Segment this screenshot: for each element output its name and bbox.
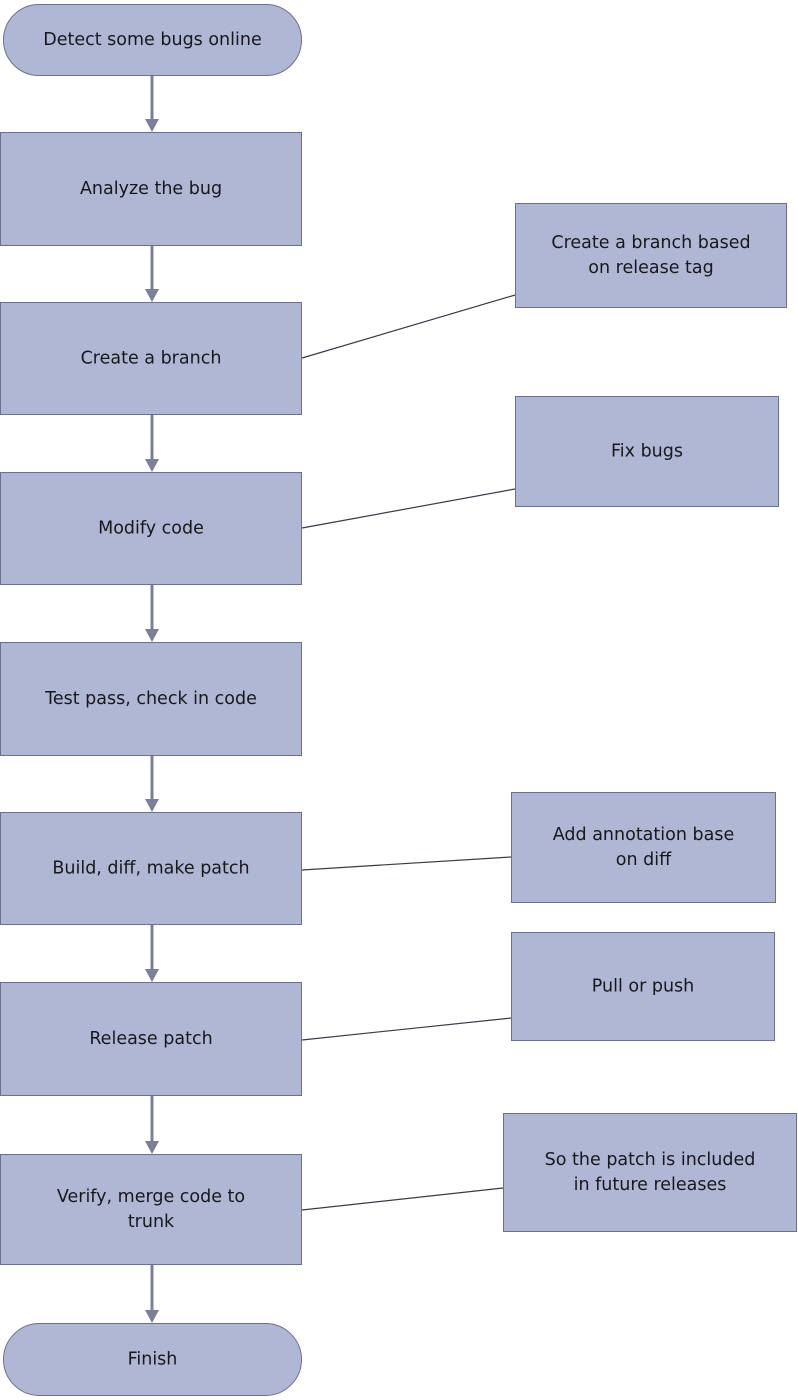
process-node-build: Build, diff, make patch: [0, 812, 302, 925]
arrow-release-verify: [145, 1096, 159, 1154]
process-node-label: Release patch: [89, 1029, 212, 1049]
process-node-label: Analyze the bug: [80, 179, 222, 199]
arrow-head-icon: [145, 1141, 159, 1154]
process-node-label: Modify code: [98, 519, 204, 539]
connector-release-note: [301, 1017, 512, 1041]
arrow-head-icon: [145, 629, 159, 642]
process-node-label: Test pass, check in code: [44, 689, 257, 709]
process-node-label: Build, diff, make patch: [52, 859, 249, 879]
arrow-connectors-layer: [145, 76, 159, 1323]
process-node-modify: Modify code: [0, 472, 302, 585]
annotation-node-shape: [511, 792, 776, 903]
process-node-branch: Create a branch: [0, 302, 302, 415]
arrow-test-build: [145, 756, 159, 812]
arrow-head-icon: [145, 1310, 159, 1323]
annotation-node-label: Create a branch based: [551, 233, 750, 253]
annotation-node-label: Fix bugs: [611, 442, 683, 462]
annotation-node-shape: [515, 203, 787, 308]
process-node-shape: [3, 1323, 302, 1396]
arrow-branch-modify: [145, 415, 159, 472]
annotation-node-label: in future releases: [574, 1175, 727, 1195]
arrow-head-icon: [145, 119, 159, 132]
process-node-label: trunk: [128, 1212, 175, 1232]
annotation-node-label: Pull or push: [592, 977, 695, 997]
annotation-node-note-future: So the patch is included in future releas…: [503, 1113, 797, 1232]
connector-build-note: [301, 856, 512, 871]
process-node-label: Detect some bugs online: [43, 30, 262, 50]
process-node-shape: [0, 302, 302, 415]
process-node-finish: Finish: [3, 1323, 302, 1396]
process-node-shape: [0, 132, 302, 246]
arrow-head-icon: [145, 459, 159, 472]
connector-modify-note: [301, 488, 516, 529]
arrow-start-analyze: [145, 76, 159, 132]
arrow-analyze-branch: [145, 246, 159, 302]
arrow-build-release: [145, 925, 159, 982]
process-node-analyze: Analyze the bug: [0, 132, 302, 246]
annotation-node-note-annotation: Add annotation base on diff: [511, 792, 776, 903]
annotation-node-shape: [503, 1113, 797, 1232]
process-node-start: Detect some bugs online: [3, 4, 302, 76]
annotation-node-label: So the patch is included: [545, 1150, 756, 1170]
arrow-modify-test: [145, 585, 159, 642]
process-node-shape: [0, 472, 302, 585]
connector-branch-note: [301, 294, 516, 359]
annotation-node-note-fix: Fix bugs: [515, 396, 779, 507]
arrow-verify-finish: [145, 1265, 159, 1323]
annotation-node-label: on release tag: [588, 258, 713, 278]
process-node-shape: [0, 642, 302, 756]
annotation-node-note-pull: Pull or push: [511, 932, 775, 1041]
process-node-label: Verify, merge code to: [57, 1187, 245, 1207]
process-node-verify: Verify, merge code to trunk: [0, 1154, 302, 1265]
connector-lines-layer: [301, 294, 516, 1211]
process-node-release: Release patch: [0, 982, 302, 1096]
annotation-node-shape: [515, 396, 779, 507]
process-node-label: Finish: [128, 1350, 178, 1370]
process-node-shape: [0, 812, 302, 925]
process-node-shape: [3, 4, 302, 76]
arrow-head-icon: [145, 799, 159, 812]
process-node-test: Test pass, check in code: [0, 642, 302, 756]
arrow-head-icon: [145, 289, 159, 302]
connector-verify-note: [301, 1187, 504, 1211]
annotation-node-label: Add annotation base: [553, 825, 734, 845]
process-node-shape: [0, 982, 302, 1096]
process-node-shape: [0, 1154, 302, 1265]
annotation-node-shape: [511, 932, 775, 1041]
arrow-head-icon: [145, 969, 159, 982]
process-node-label: Create a branch: [81, 349, 222, 369]
annotation-node-note-branch: Create a branch based on release tag: [515, 203, 787, 308]
annotation-node-label: on diff: [616, 850, 672, 870]
